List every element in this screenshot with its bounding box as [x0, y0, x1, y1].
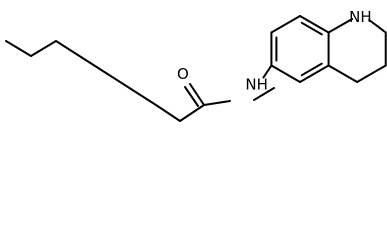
aromatic-inner-2 — [300, 21, 323, 36]
chain-bond-5 — [105, 72, 132, 90]
carbonyl-double-bond-inner — [184, 86, 199, 107]
chain-bond-6 — [130, 88, 157, 106]
amide-cn-bond — [203, 100, 231, 106]
chain-bond-2 — [30, 40, 57, 57]
chemical-structure: O NH NH — [5, 8, 387, 122]
benzene-bond-2 — [270, 64, 301, 83]
ring-n-c2-bond — [368, 19, 387, 34]
benzene-bond-5 — [299, 15, 330, 34]
chain-bond-7 — [155, 104, 181, 122]
benzene-bond-4 — [270, 15, 301, 34]
amide-nitrogen-label: NH — [245, 76, 267, 94]
chain-bond-1 — [5, 40, 32, 57]
aromatic-inner-3 — [300, 62, 323, 77]
ring-n-c8a-bond — [327, 18, 354, 34]
carbonyl-oxygen-label: O — [177, 65, 189, 83]
chain-bond-4 — [80, 56, 107, 74]
chain-bond-8 — [179, 104, 205, 122]
ring-nitrogen-label: NH — [349, 8, 372, 26]
amide-n-aryl-bond — [253, 87, 275, 101]
benzene-bond-1 — [299, 64, 330, 83]
amide-n-aryl-bond — [262, 64, 273, 79]
ring-c4-c4a-bond — [327, 64, 359, 83]
carbonyl-double-bond-outer — [189, 83, 205, 106]
ring-c3-c4-bond — [356, 64, 387, 83]
chain-bond-3 — [55, 40, 82, 58]
